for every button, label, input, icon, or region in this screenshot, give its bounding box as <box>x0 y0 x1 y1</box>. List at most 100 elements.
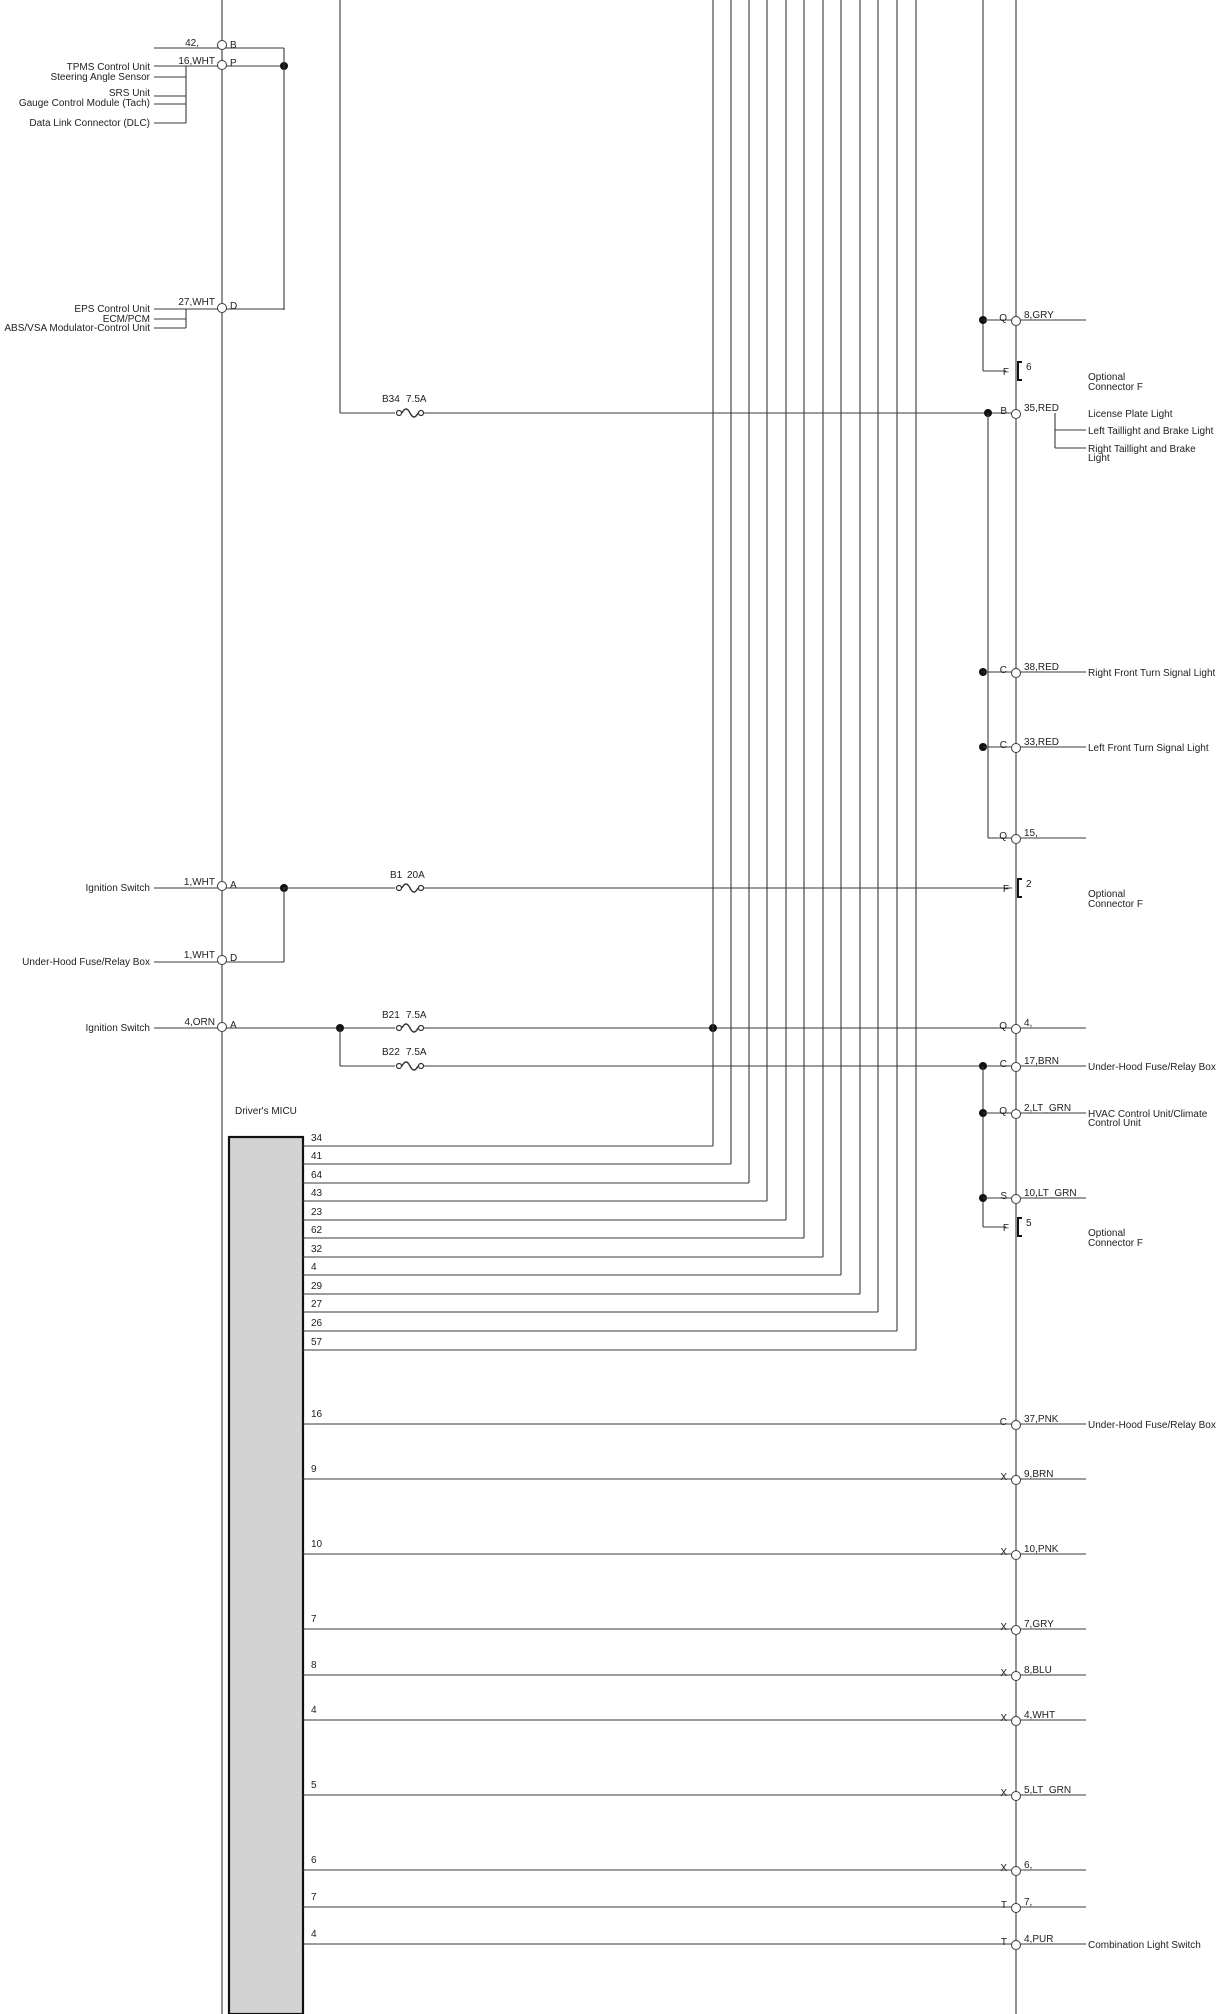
steering-angle-sensor-label: Steering Angle Sensor <box>50 72 150 83</box>
connector-circle <box>1011 743 1021 753</box>
wire-label: 16,WHT <box>178 56 215 67</box>
connector-circle <box>1011 1716 1021 1726</box>
connector-letter: A <box>230 880 237 891</box>
connector-label: HVAC Control Unit/Climate <box>1088 1109 1208 1120</box>
micu-pin-number: 10 <box>311 1539 323 1550</box>
connector-circle <box>1011 1194 1021 1204</box>
left-connector-a-4orn: 4,ORN A Ignition Switch <box>86 1017 395 1034</box>
optional-connector-bracket <box>1017 878 1022 898</box>
right-connector: S 10,LT_GRN <box>1000 1188 1077 1204</box>
connector-letter: Q <box>999 1106 1007 1117</box>
connector-letter: T <box>1001 1937 1007 1948</box>
micu-pin-number: 8 <box>311 1660 317 1671</box>
connector-letter: D <box>230 953 237 964</box>
wire-label: 6, <box>1024 1860 1032 1871</box>
connector-label: Under-Hood Fuse/Relay Box <box>1088 1420 1216 1431</box>
connector-letter: B <box>1000 406 1007 417</box>
connector-circle <box>1011 409 1021 419</box>
connector-label: Optional <box>1088 372 1125 383</box>
connector-label: Optional <box>1088 1228 1125 1239</box>
connector-circle <box>1011 668 1021 678</box>
connector-letter: X <box>1000 1713 1007 1724</box>
right-connector: T 7, <box>1001 1897 1032 1913</box>
connector-label: License Plate Light <box>1088 409 1173 420</box>
connector-letter: C <box>1000 1059 1007 1070</box>
connector-letter: X <box>1000 1622 1007 1633</box>
right-connector: X 8,BLU <box>1000 1665 1052 1681</box>
connector-letter: X <box>1000 1668 1007 1679</box>
connector-circle <box>1011 1625 1021 1635</box>
wire-label: 8,BLU <box>1024 1665 1052 1676</box>
connector-label: Right Front Turn Signal Light <box>1088 668 1216 679</box>
connector-letter: S <box>1000 1191 1007 1202</box>
micu-pin-number: 29 <box>311 1281 323 1292</box>
micu-pin-number: 4 <box>311 1929 317 1940</box>
fuse-id: B21 <box>382 1010 400 1021</box>
micu-pin-number: 7 <box>311 1892 317 1903</box>
connector-letter: B <box>230 40 237 51</box>
wire-label: 4,PUR <box>1024 1934 1053 1945</box>
wire-label: 15, <box>1024 828 1038 839</box>
connector-letter: T <box>1001 1900 1007 1911</box>
wire-label: 10,LT_GRN <box>1024 1188 1077 1199</box>
srs-unit-label: SRS Unit <box>109 88 150 99</box>
wire-label: 4,WHT <box>1024 1710 1055 1721</box>
left-connector-p-16wht: 16,WHT P TPMS Control Unit Steering Angl… <box>19 56 284 129</box>
wire-label: 9,BRN <box>1024 1469 1053 1480</box>
wire-label: 5,LT_GRN <box>1024 1785 1071 1796</box>
right-connector: C 38,RED Right Front Turn Signal Light <box>1000 662 1216 679</box>
wire-label: 17,BRN <box>1024 1056 1059 1067</box>
fuse-b22: B22 7.5A <box>382 1047 427 1071</box>
right-connector: X 9,BRN <box>1000 1469 1053 1485</box>
data-link-connector-label: Data Link Connector (DLC) <box>29 118 150 129</box>
connector-pin: 2 <box>1026 879 1032 890</box>
wire-label: 37,PNK <box>1024 1414 1059 1425</box>
micu-pin-number: 16 <box>311 1409 323 1420</box>
connector-circle <box>1011 1024 1021 1034</box>
left-connector-d-1wht: 1,WHT D Under-Hood Fuse/Relay Box <box>22 950 284 968</box>
connector-letter: C <box>1000 665 1007 676</box>
tpms-control-unit-label: TPMS Control Unit <box>67 62 151 73</box>
fuse-rating: 20A <box>407 870 425 881</box>
connector-letter: X <box>1000 1472 1007 1483</box>
wire-label: 38,RED <box>1024 662 1059 673</box>
connector-circle <box>1011 1062 1021 1072</box>
fuse-b34: B34 7.5A <box>382 394 427 418</box>
fuse-rating: 7.5A <box>406 394 427 405</box>
wire-label: 2,LT_GRN <box>1024 1103 1071 1114</box>
micu-pin-number: 64 <box>311 1170 323 1181</box>
abs-vsa-modulator-label: ABS/VSA Modulator-Control Unit <box>4 323 150 334</box>
connector-letter: Q <box>999 1021 1007 1032</box>
wire-label: 1,WHT <box>184 950 215 961</box>
connector-letter: F <box>1003 367 1009 378</box>
right-connector: X 4,WHT <box>1000 1710 1055 1726</box>
left-connector-b-42: 42, B <box>154 38 284 51</box>
wire-label: 10,PNK <box>1024 1544 1059 1555</box>
connector-letter: D <box>230 301 237 312</box>
connector-circle <box>1011 1791 1021 1801</box>
micu-box <box>227 1135 305 2014</box>
wire-label: 7, <box>1024 1897 1032 1908</box>
micu-pin-number: 4 <box>311 1705 317 1716</box>
ignition-switch-label: Ignition Switch <box>86 1023 150 1034</box>
micu-pin-number: 5 <box>311 1780 317 1791</box>
connector-circle <box>1011 1671 1021 1681</box>
connector-letter: F <box>1003 1223 1009 1234</box>
gauge-control-module-label: Gauge Control Module (Tach) <box>19 98 150 109</box>
connector-pin: 5 <box>1026 1218 1032 1229</box>
connector-label: Left Taillight and Brake Light <box>1088 426 1214 437</box>
connector-label: Connector F <box>1088 1238 1143 1249</box>
fuse-id: B34 <box>382 394 400 405</box>
